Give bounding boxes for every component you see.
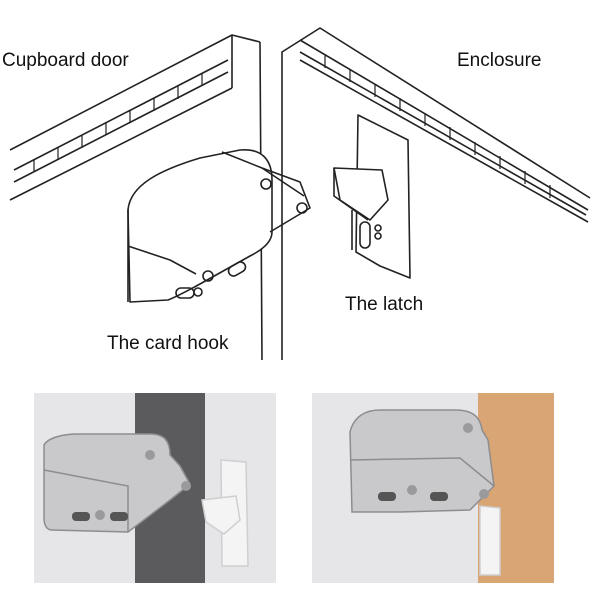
label-cupboard-door: Cupboard door bbox=[2, 50, 129, 71]
line-drawing bbox=[9, 27, 591, 361]
photo-left bbox=[34, 393, 276, 583]
photo-right bbox=[312, 393, 554, 583]
card-hook-drawing bbox=[127, 149, 311, 303]
label-card-hook: The card hook bbox=[107, 333, 229, 354]
enclosure-panel bbox=[281, 27, 591, 360]
label-latch: The latch bbox=[345, 294, 424, 315]
label-enclosure: Enclosure bbox=[457, 50, 542, 71]
latch-drawing bbox=[333, 114, 411, 279]
